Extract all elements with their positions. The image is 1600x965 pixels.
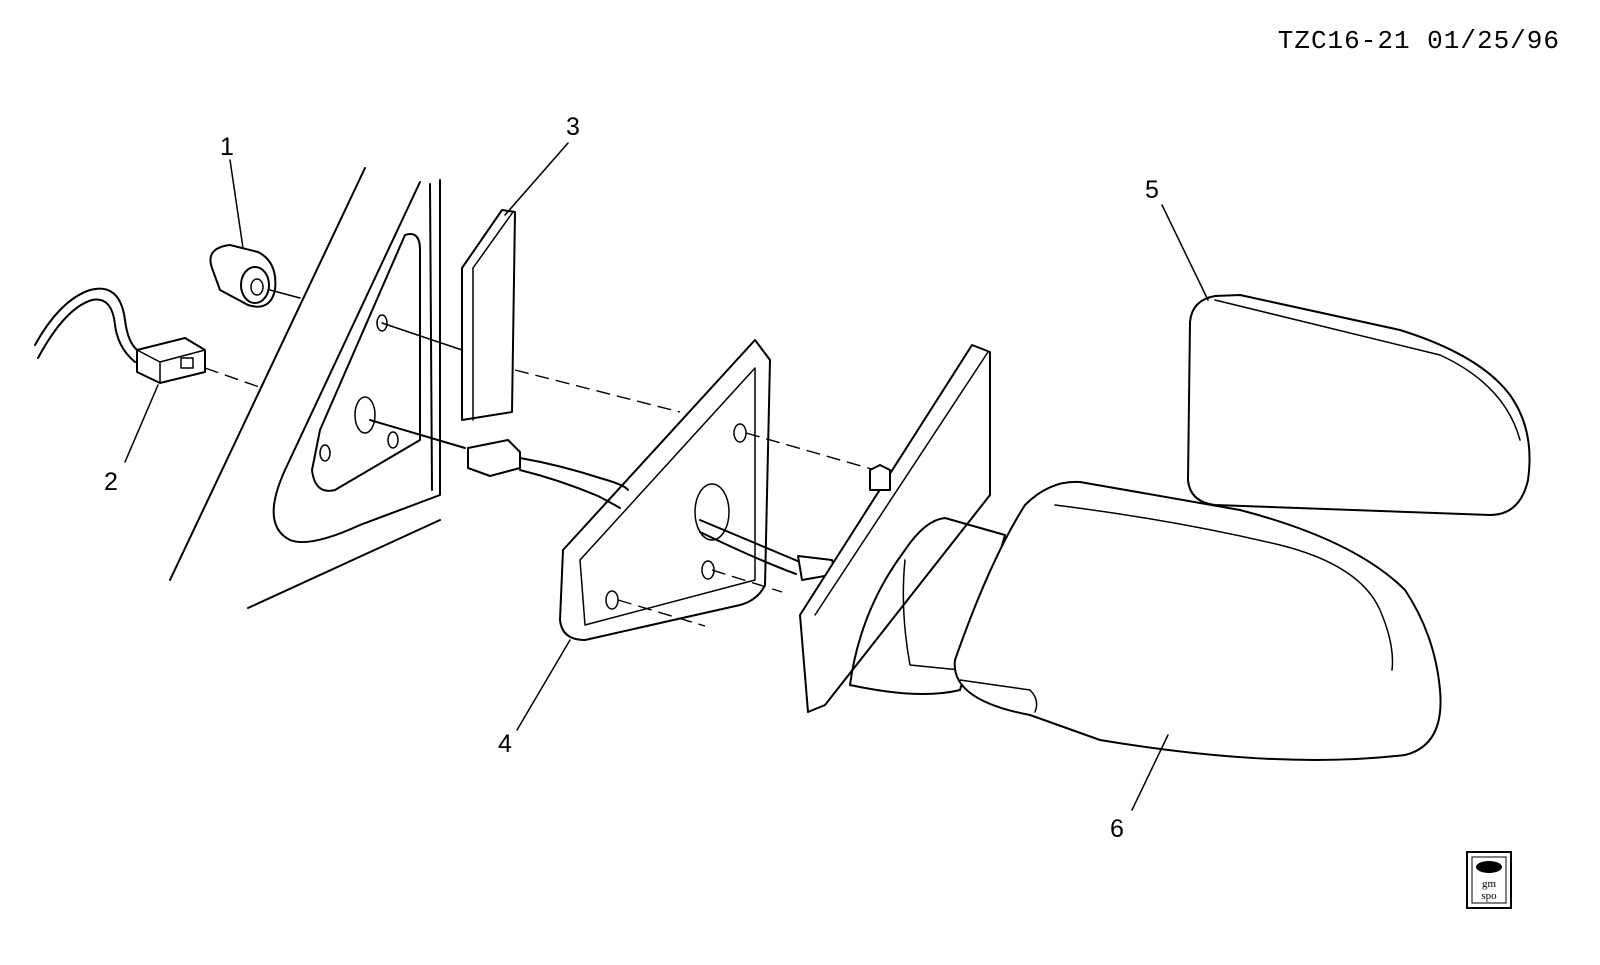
seal-part-3: [381, 209, 681, 421]
gasket-part-4: [369, 339, 876, 641]
leader-lines: [124, 142, 1209, 811]
mirror-glass-part-5: [1187, 294, 1531, 516]
callout-1: 1: [220, 133, 234, 161]
callout-6: 6: [1110, 815, 1124, 843]
connector-part-2: [34, 287, 263, 389]
callout-4: 4: [498, 730, 512, 758]
callout-3: 3: [566, 113, 580, 141]
logo-line-2: spo: [1481, 890, 1497, 902]
mirror-assembly-part-6: [799, 344, 1442, 761]
drawing-reference: TZC16-21 01/25/96: [1278, 26, 1560, 56]
logo-line-1: gm: [1482, 878, 1497, 890]
callout-2: 2: [104, 468, 118, 496]
grommet-part-1: [209, 244, 301, 308]
gm-spo-logo: gm spo: [1466, 851, 1512, 909]
callout-5: 5: [1145, 176, 1159, 204]
door-panel: [169, 167, 441, 609]
